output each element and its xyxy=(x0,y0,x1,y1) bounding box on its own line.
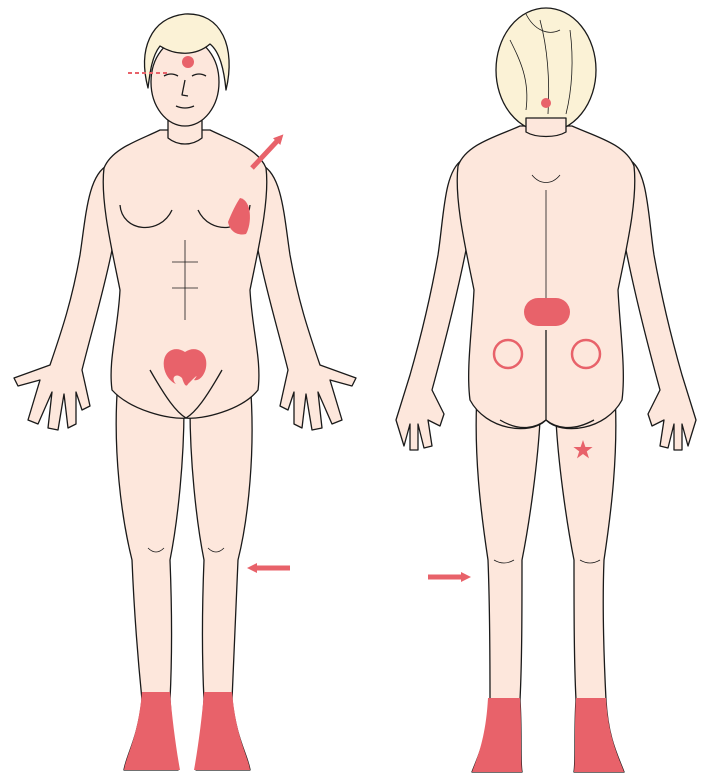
back-right-arm xyxy=(626,160,696,450)
nape-dot-icon xyxy=(541,98,551,108)
lower-back-patch-icon xyxy=(524,298,570,326)
back-right-sock-icon xyxy=(574,698,624,772)
shoulder-arrow-icon xyxy=(252,138,280,168)
back-figure xyxy=(396,8,696,772)
front-right-arm xyxy=(14,165,112,430)
forehead-dot-icon xyxy=(182,56,194,68)
back-head xyxy=(496,8,596,132)
front-left-arm xyxy=(258,165,356,430)
front-right-sock-icon xyxy=(124,692,180,770)
front-right-leg xyxy=(116,380,184,700)
front-left-leg xyxy=(190,380,252,700)
front-left-sock-icon xyxy=(194,692,250,770)
front-figure xyxy=(14,14,356,770)
back-neck xyxy=(526,118,566,137)
back-left-arm xyxy=(396,160,466,450)
back-left-sock-icon xyxy=(472,698,522,772)
